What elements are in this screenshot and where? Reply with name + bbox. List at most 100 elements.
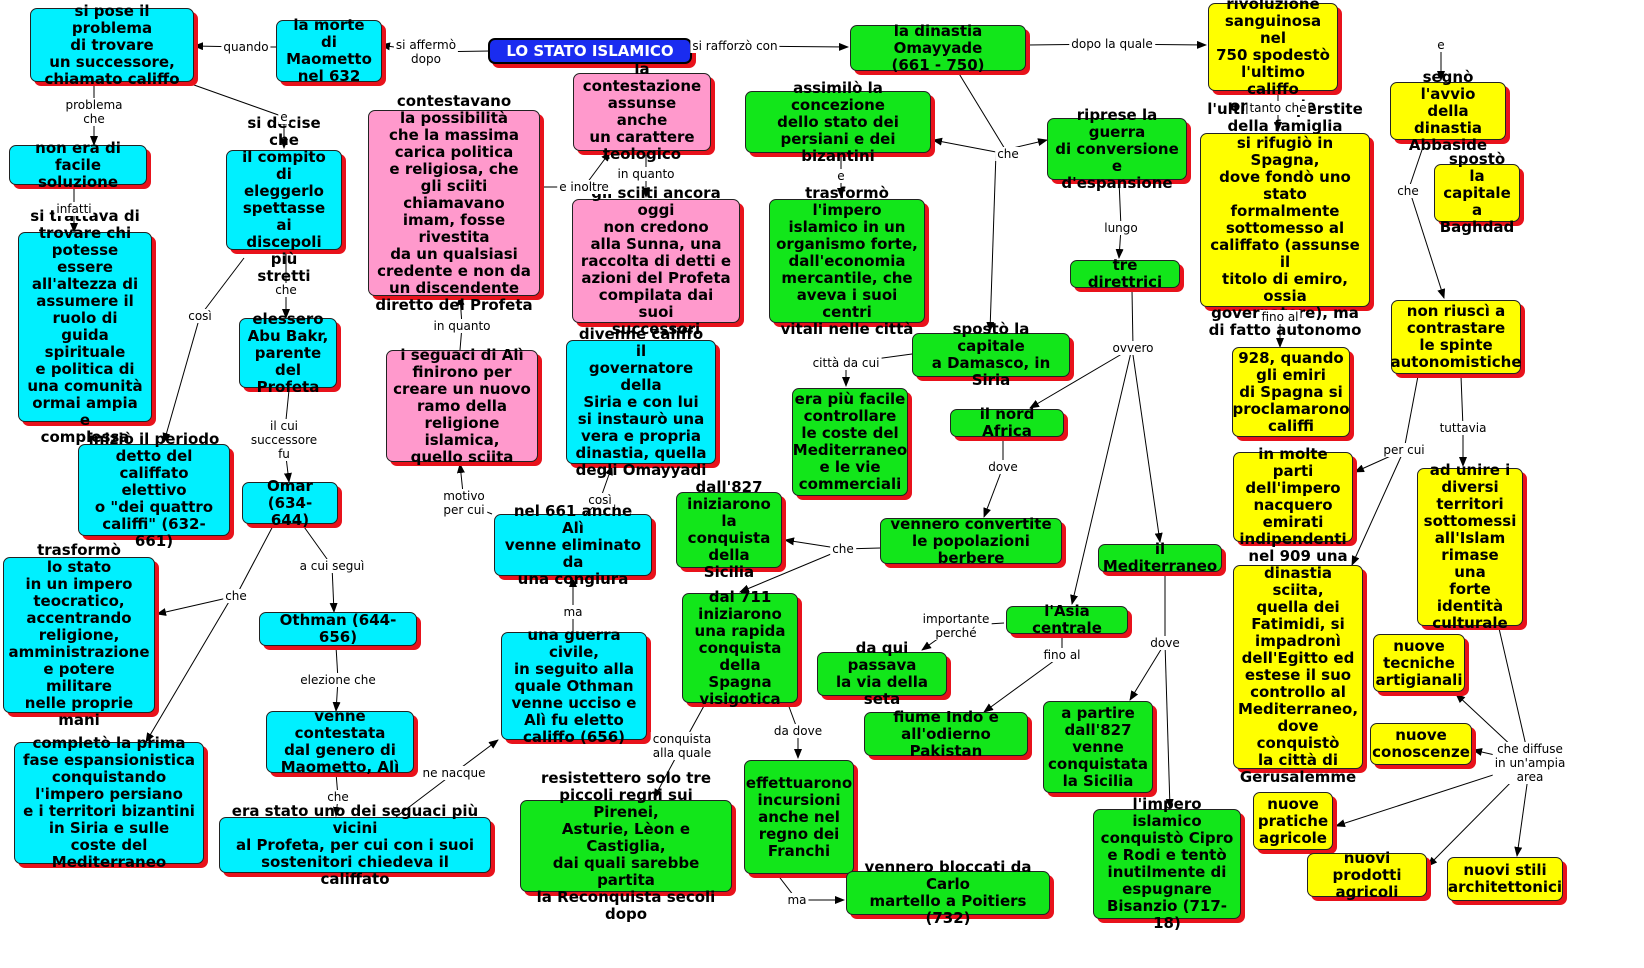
link-label: e xyxy=(835,169,847,183)
concept-node: fiume Indo e all'odierno Pakistan xyxy=(864,708,1028,759)
link-label: e xyxy=(278,110,290,124)
link-label: tuttavia xyxy=(1437,421,1489,435)
concept-node: gli sciiti ancora oggi non credono alla … xyxy=(572,184,740,337)
connector-line xyxy=(739,548,844,593)
concept-node: la contestazione assunse anche un caratt… xyxy=(573,61,711,163)
concept-node: venne contestata dal genero di Maometto,… xyxy=(266,708,414,776)
concept-node: da qui passava la via della seta xyxy=(817,640,947,708)
link-label: in quanto xyxy=(615,167,677,181)
connector-line xyxy=(395,772,455,818)
link-label: tanto che xyxy=(1247,101,1309,115)
concept-node: nel 661 anche Alì venne eliminato da una… xyxy=(494,502,652,587)
concept-node: i seguaci di Alì finirono per creare un … xyxy=(386,346,538,465)
connector-line xyxy=(1351,449,1405,566)
link-label: fino al xyxy=(1041,648,1083,662)
link-label: che xyxy=(325,790,351,804)
link-label: il cui successore fu xyxy=(248,419,320,461)
concept-node: l'impero islamico conquistò Cipro e Rodi… xyxy=(1093,796,1241,932)
connector-line xyxy=(1164,642,1174,809)
link-label: fino al xyxy=(1259,310,1301,324)
link-label: che xyxy=(223,589,249,603)
concept-node: segnò l'avvio della dinastia Abbaside xyxy=(1390,68,1506,153)
concept-node: vennero convertite le popolazioni berber… xyxy=(880,515,1062,566)
link-label: così xyxy=(586,493,614,507)
concept-node: contestavano la possibilità che la massi… xyxy=(368,92,540,313)
connector-line xyxy=(1070,347,1133,605)
connector-line xyxy=(179,79,285,118)
concept-node: una rivoluzione sanguinosa nel 750 spode… xyxy=(1208,0,1338,115)
link-label: ma xyxy=(561,605,585,619)
connector-line xyxy=(1029,347,1133,409)
link-label: così xyxy=(186,309,214,323)
concept-node: dal 711 iniziarono una rapida conquista … xyxy=(682,588,798,707)
link-label: ovvero xyxy=(1110,341,1156,355)
concept-node: divenne califfo il governatore della Sir… xyxy=(566,325,716,478)
connector-line xyxy=(1497,623,1531,764)
link-label: ma xyxy=(785,893,809,907)
concept-node: ad unire i diversi territori sottomessi … xyxy=(1417,462,1523,632)
central-topic-node: LO STATO ISLAMICO xyxy=(488,38,692,64)
concept-node: nuove pratiche agricole xyxy=(1253,792,1333,850)
link-label: a cui seguì xyxy=(297,559,367,573)
concept-node: la morte di Maometto nel 632 xyxy=(276,17,382,85)
concept-node: si pose il problema di trovare un succes… xyxy=(30,2,194,87)
concept-node: trasformò lo stato in un impero teocrati… xyxy=(3,541,155,728)
link-label: che xyxy=(1395,184,1421,198)
connector-line xyxy=(957,71,1009,155)
connector-line xyxy=(932,137,997,153)
connector-line xyxy=(983,654,1063,713)
concept-node: era più facile controllare le coste del … xyxy=(792,388,908,496)
link-label: si rafforzò con xyxy=(690,39,780,53)
concept-node: nuovi prodotti agricoli xyxy=(1307,849,1427,900)
concept-node: l'Asia centrale xyxy=(1006,603,1128,637)
connector-line xyxy=(199,257,245,317)
concept-node: non riuscì a contrastare le spinte auton… xyxy=(1391,300,1522,374)
link-label: che diffuse in un'ampia area xyxy=(1492,742,1568,784)
link-label: che xyxy=(995,147,1021,161)
link-label: per cui xyxy=(1381,443,1427,457)
link-label: che xyxy=(830,542,856,556)
concept-node: spostò la capitale a Damasco, in Siria xyxy=(912,321,1070,389)
connector-line xyxy=(1403,375,1419,451)
concept-node: trasformò l'impero islamico in un organi… xyxy=(769,184,925,337)
connector-line xyxy=(145,599,231,743)
link-label: che xyxy=(273,283,299,297)
connector-line xyxy=(156,595,237,616)
link-label: motivo per cui xyxy=(441,489,487,517)
link-label: in quanto xyxy=(431,319,493,333)
concept-node: non era di facile soluzione xyxy=(9,139,147,190)
concept-node: il nord Africa xyxy=(950,406,1064,440)
concept-node: nuove conoscenze xyxy=(1370,723,1472,765)
link-label: da dove xyxy=(771,724,825,738)
connector-line xyxy=(1131,289,1134,349)
connector-line xyxy=(329,565,338,613)
concept-node: Omar (634-644) xyxy=(242,477,338,528)
link-label: città da cui xyxy=(810,356,882,370)
link-label: e inoltre xyxy=(557,180,611,194)
link-label: elezione che xyxy=(298,673,378,687)
connector-line xyxy=(1129,642,1166,701)
concept-node: iniziò il periodo detto del califfato el… xyxy=(78,430,230,549)
concept-node: 928, quando gli emiri di Spagna si procl… xyxy=(1232,347,1350,437)
concept-node: nuove tecniche artigianali xyxy=(1373,634,1465,692)
link-label: dopo la quale xyxy=(1069,37,1155,51)
concept-node: vennero bloccati da Carlo martello a Poi… xyxy=(846,859,1050,927)
concept-node: riprese la guerra di conversione e d'esp… xyxy=(1047,106,1187,191)
connector-line xyxy=(1409,191,1446,299)
link-label: conquista alla quale xyxy=(650,732,714,760)
concept-node: Othman (644-656) xyxy=(259,612,417,646)
concept-node: spostò la capitale a Baghdad xyxy=(1434,150,1520,235)
concept-node: l'ultimo superstite della famiglia si ri… xyxy=(1200,101,1370,339)
concept-node: si decise che il compito di eleggerlo sp… xyxy=(226,115,342,285)
concept-node: elessero Abu Bakr, parente del Profeta xyxy=(239,310,337,395)
connector-line xyxy=(1118,179,1122,229)
concept-node: il Mediterraneo xyxy=(1098,541,1222,575)
concept-node: la dinastia Omayyade (661 - 750) xyxy=(850,22,1026,73)
link-label: quando xyxy=(221,40,271,54)
concept-node: una guerra civile, in seguito alla quale… xyxy=(501,626,647,745)
link-label: ne nacque xyxy=(420,766,488,780)
link-label: problema che xyxy=(63,98,125,126)
link-label: infatti xyxy=(54,202,94,216)
concept-node: effettuarono incursioni anche nel regno … xyxy=(744,760,854,874)
